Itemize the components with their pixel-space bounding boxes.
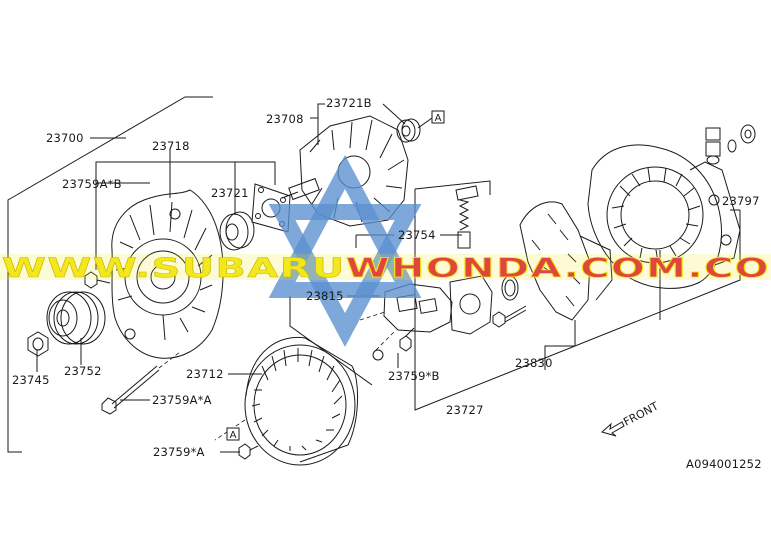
long-bolt <box>101 351 181 415</box>
label-23797: 23797 <box>722 194 760 208</box>
label-23759b: 23759*B <box>388 369 440 383</box>
label-23700: 23700 <box>46 131 84 145</box>
label-23708: 23708 <box>266 112 304 126</box>
ref-box-top: A <box>431 110 445 124</box>
leader-lines <box>7 96 741 453</box>
label-23721b: 23721B <box>326 96 372 110</box>
label-23745: 23745 <box>12 373 50 387</box>
bearing-rear <box>396 118 421 143</box>
small-bolt-ab <box>84 271 111 289</box>
label-23830: 23830 <box>515 356 553 370</box>
front-housing <box>111 189 224 359</box>
part-drawings <box>27 115 756 466</box>
front-arrow-icon <box>600 421 625 437</box>
nut <box>27 331 49 357</box>
label-23727: 23727 <box>446 403 484 417</box>
part-labels: 23700 23718 23759A*B 23721 23708 23721B … <box>12 96 760 459</box>
brush-holder <box>359 275 493 361</box>
label-23759aa: 23759A*A <box>152 393 212 407</box>
label-23721: 23721 <box>211 186 249 200</box>
terminal-bolt <box>492 305 527 328</box>
rectifier <box>519 201 613 321</box>
label-23752: 23752 <box>64 364 102 378</box>
ref-box-top-letter: A <box>435 113 442 124</box>
ref-box-bottom: A <box>226 427 240 441</box>
terminal-parts <box>705 124 756 165</box>
oring <box>501 275 519 301</box>
watermark-star-down <box>268 204 422 347</box>
pulley <box>46 291 106 345</box>
rear-housing <box>587 144 741 289</box>
ref-box-bottom-letter: A <box>230 430 237 441</box>
watermark-text-part2: WHONDA.COM.CO <box>346 253 770 284</box>
figure-code: A094001252 <box>686 457 762 471</box>
label-23759a: 23759*A <box>153 445 205 459</box>
front-indicator: FRONT <box>600 399 661 437</box>
label-23712: 23712 <box>186 367 224 381</box>
small-bolt-a <box>238 443 259 460</box>
watermark-band <box>0 254 771 280</box>
brush-spring <box>455 185 479 249</box>
label-23754: 23754 <box>398 228 436 242</box>
label-23759ab: 23759A*B <box>62 177 122 191</box>
small-bolt-b <box>399 327 415 352</box>
watermark-star-up <box>268 155 422 298</box>
label-23718: 23718 <box>152 139 190 153</box>
front-label: FRONT <box>621 399 661 428</box>
bearing-front <box>219 211 255 251</box>
label-23815: 23815 <box>306 289 344 303</box>
watermark-text-part1: WWW.SUBARU <box>2 253 346 284</box>
stator <box>214 336 359 466</box>
